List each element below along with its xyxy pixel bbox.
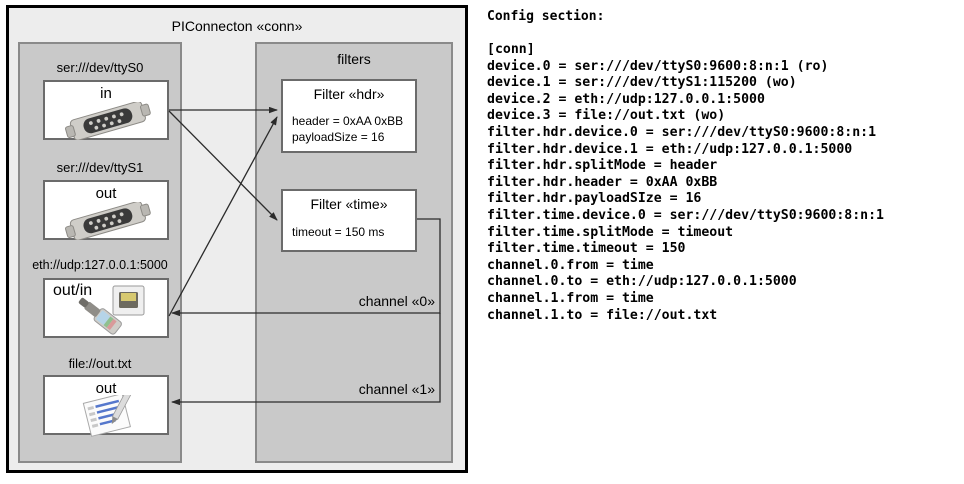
config-line: device.0 = ser:///dev/ttyS0:9600:8:n:1 (… — [487, 58, 829, 74]
config-line: filter.time.timeout = 150 — [487, 241, 686, 257]
device-caption-out-serial: out — [95, 185, 117, 202]
config-line: channel.1.from = time — [487, 290, 654, 306]
config-heading: Config section: — [487, 9, 605, 24]
config-line: channel.0.from = time — [487, 257, 654, 273]
device-node-ttyS1[interactable]: out — [43, 180, 169, 240]
config-line: [conn] — [487, 42, 535, 57]
device-node-ttyS0[interactable]: in — [43, 80, 169, 140]
device-caption-out-file: out — [95, 380, 117, 397]
connection-diagram: PIConnecton «conn» ser:///dev/ttyS0 in — [0, 0, 480, 484]
config-line: channel.1.to = file://out.txt — [487, 307, 718, 323]
filter-time-box[interactable]: Filter «time» timeout = 150 ms — [281, 189, 417, 252]
config-section: Config section: [conn]device.0 = ser:///… — [484, 0, 964, 484]
serial-port-icon — [65, 102, 151, 140]
config-line: channel.0.to = eth://udp:127.0.0.1:5000 — [487, 274, 797, 290]
config-line: filter.hdr.splitMode = header — [487, 158, 718, 174]
filter-time-attr-timeout: timeout = 150 ms — [292, 225, 385, 239]
filter-hdr-attr-header: header = 0xAA 0xBB — [292, 114, 404, 128]
config-line: device.2 = eth://udp:127.0.0.1:5000 — [487, 91, 765, 107]
config-lines: [conn]device.0 = ser:///dev/ttyS0:9600:8… — [487, 42, 884, 324]
serial-port-icon — [65, 202, 151, 240]
config-line: device.3 = file://out.txt (wo) — [487, 108, 726, 124]
device-caption-out-in: out/in — [53, 282, 93, 299]
device-node-file[interactable]: out — [43, 375, 169, 437]
config-line: filter.hdr.header = 0xAA 0xBB — [487, 174, 718, 190]
device-label-ttyS0: ser:///dev/ttyS0 — [56, 60, 144, 75]
filter-hdr-title: Filter «hdr» — [313, 86, 385, 102]
piconnecton-title: PIConnecton «conn» — [171, 18, 303, 34]
channel-1-label: channel «1» — [358, 381, 435, 397]
ethernet-plug-icon — [78, 285, 145, 335]
device-label-file: file://out.txt — [68, 356, 132, 371]
config-line: filter.hdr.device.1 = eth://udp:127.0.0.… — [487, 141, 853, 157]
config-line: filter.time.device.0 = ser:///dev/ttyS0:… — [487, 207, 884, 223]
device-label-ttyS1: ser:///dev/ttyS1 — [56, 160, 144, 175]
filter-hdr-attr-payloadsize: payloadSize = 16 — [292, 130, 385, 144]
device-label-eth: eth://udp:127.0.0.1:5000 — [32, 258, 168, 272]
filter-hdr-box[interactable]: Filter «hdr» header = 0xAA 0xBB payloadS… — [281, 79, 417, 153]
config-line: device.1 = ser:///dev/ttyS1:115200 (wo) — [487, 75, 797, 91]
text-file-icon — [82, 395, 133, 437]
device-caption-in: in — [100, 85, 112, 102]
channel-0-label: channel «0» — [358, 293, 435, 309]
filter-time-title: Filter «time» — [310, 196, 388, 212]
config-line: filter.hdr.payloadSIze = 16 — [487, 191, 702, 207]
config-line: filter.hdr.device.0 = ser:///dev/ttyS0:9… — [487, 124, 877, 140]
device-node-eth[interactable]: out/in — [43, 278, 169, 338]
filters-panel-title: filters — [337, 51, 371, 67]
config-line: filter.time.splitMode = timeout — [487, 224, 734, 240]
